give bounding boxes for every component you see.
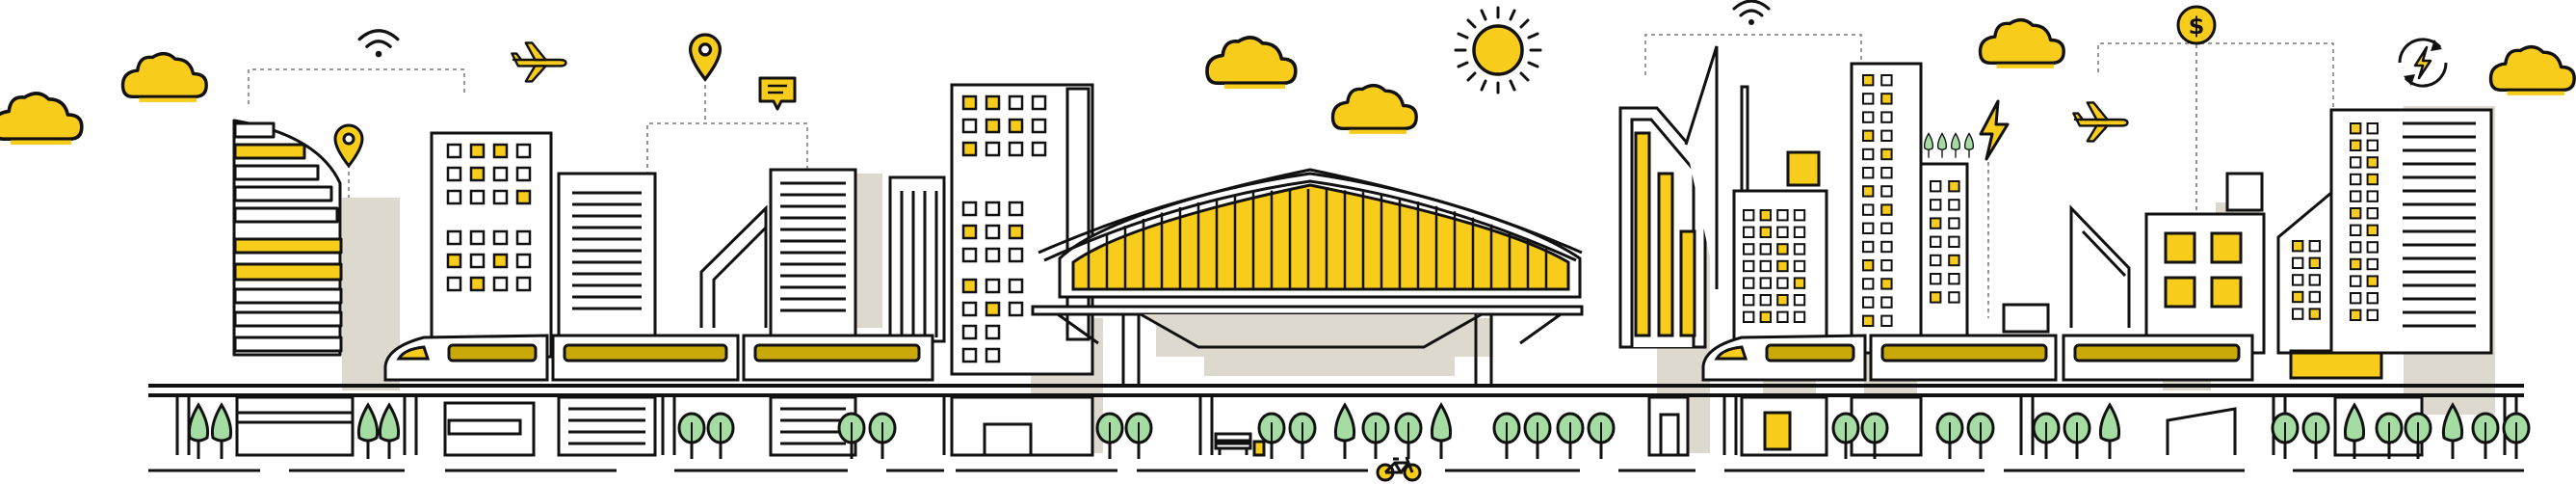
airplane-icon — [2072, 101, 2129, 143]
cloud-icon — [2491, 47, 2575, 94]
tree-icon — [2063, 412, 2091, 461]
tree-icon — [2301, 412, 2330, 461]
tall-window-tower — [950, 83, 1094, 376]
curved-tower — [232, 119, 343, 357]
tree-icon — [677, 412, 706, 461]
energy-cycle-icon — [2398, 38, 2448, 88]
location-pin-icon — [688, 33, 723, 81]
tree-icon — [1124, 412, 1153, 461]
crooked-towers — [1618, 45, 1749, 349]
tree-icon — [2271, 412, 2300, 461]
tree-icon — [1556, 412, 1585, 461]
tree-icon — [1966, 412, 1995, 461]
tree-icon — [356, 403, 380, 461]
wifi-icon — [357, 29, 400, 59]
small-trees-on-roof — [1924, 132, 1974, 159]
tree-icon — [2098, 403, 2121, 461]
cloud-icon — [1207, 38, 1296, 87]
sky-icons: $ — [333, 0, 2448, 168]
mid-window-building — [1732, 150, 1828, 357]
striped-office-building — [557, 172, 657, 359]
cloud-icon — [1333, 86, 1417, 132]
grid-window-building — [430, 131, 553, 359]
tree-icon — [2502, 412, 2531, 461]
airplane-icon — [511, 41, 567, 83]
stadium-roof-ribs — [1087, 189, 1548, 289]
tree-icon — [1492, 412, 1521, 461]
tree-icon — [187, 403, 210, 461]
monorail-train-left — [383, 334, 934, 382]
tree-icon — [1288, 412, 1317, 461]
monorail-train-right — [1701, 334, 2254, 382]
cloud-icon — [123, 54, 207, 100]
tree-icon — [2471, 412, 2500, 461]
tree-icon — [1361, 412, 1390, 461]
wifi-icon — [1732, 0, 1771, 27]
slanted-glass-building — [699, 168, 946, 355]
tree-icon — [706, 412, 735, 461]
cloud-icon — [0, 94, 82, 143]
location-pin-icon — [333, 123, 364, 168]
tree-icon — [1430, 403, 1453, 461]
right-stepped-tower — [2276, 108, 2493, 380]
tower-with-balconies — [1850, 62, 1974, 355]
square-window-building — [2144, 172, 2266, 355]
tree-icon — [210, 403, 233, 461]
sun-icon — [1454, 6, 1542, 94]
bench-icon — [1214, 432, 1266, 457]
tree-icon — [1587, 412, 1616, 461]
tree-icon — [378, 403, 401, 461]
ground-level-structures — [235, 395, 2424, 457]
tree-icon — [1394, 412, 1423, 461]
tree-icon — [868, 412, 897, 461]
tree-icon — [1333, 403, 1356, 461]
tree-icon — [1935, 412, 1964, 461]
dollar-coin-icon: $ — [2176, 5, 2217, 45]
stadium — [1031, 168, 1584, 384]
bicycle-icon — [1376, 456, 1422, 482]
right-slanted-building — [2002, 204, 2131, 334]
chat-bubble-icon — [758, 76, 797, 111]
tree-icon — [1523, 412, 1552, 461]
tree-icon — [2032, 412, 2061, 461]
lightning-icon — [1979, 99, 2010, 161]
dollar-symbol: $ — [2189, 13, 2205, 40]
cloud-icon — [1981, 20, 2064, 67]
